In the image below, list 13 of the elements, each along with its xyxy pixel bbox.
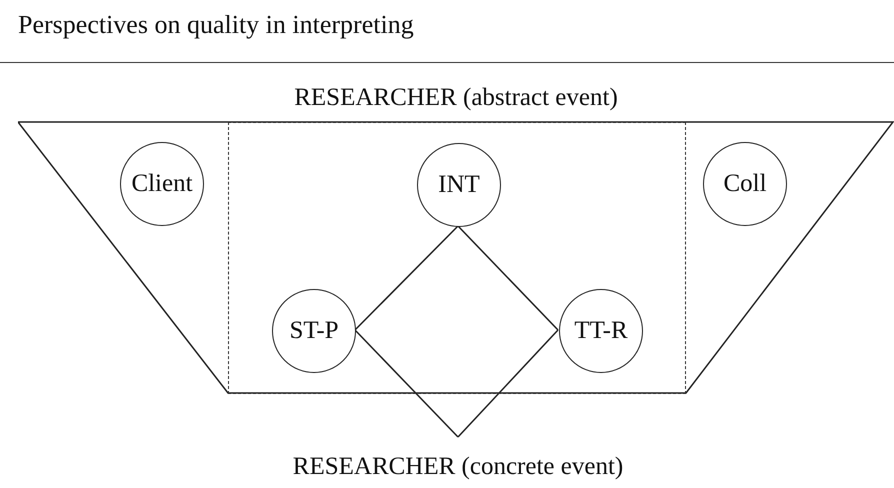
circle-node: TT-R [559, 289, 643, 373]
connector-line [457, 225, 559, 331]
circle-node: Client [120, 142, 204, 226]
circle-node: Coll [703, 142, 787, 226]
perspective-label: RESEARCHER (concrete event) [258, 437, 658, 481]
perspective-heading: RESEARCHER (abstract event) [293, 84, 619, 112]
connector-line [354, 329, 459, 438]
connector-line [457, 329, 559, 438]
dashed-frame [228, 122, 686, 394]
diagram-title: Perspectives on quality in interpreting [18, 10, 414, 40]
circle-node: ST-P [272, 289, 356, 373]
connector-line [354, 225, 459, 331]
circle-node: INT [417, 143, 501, 227]
